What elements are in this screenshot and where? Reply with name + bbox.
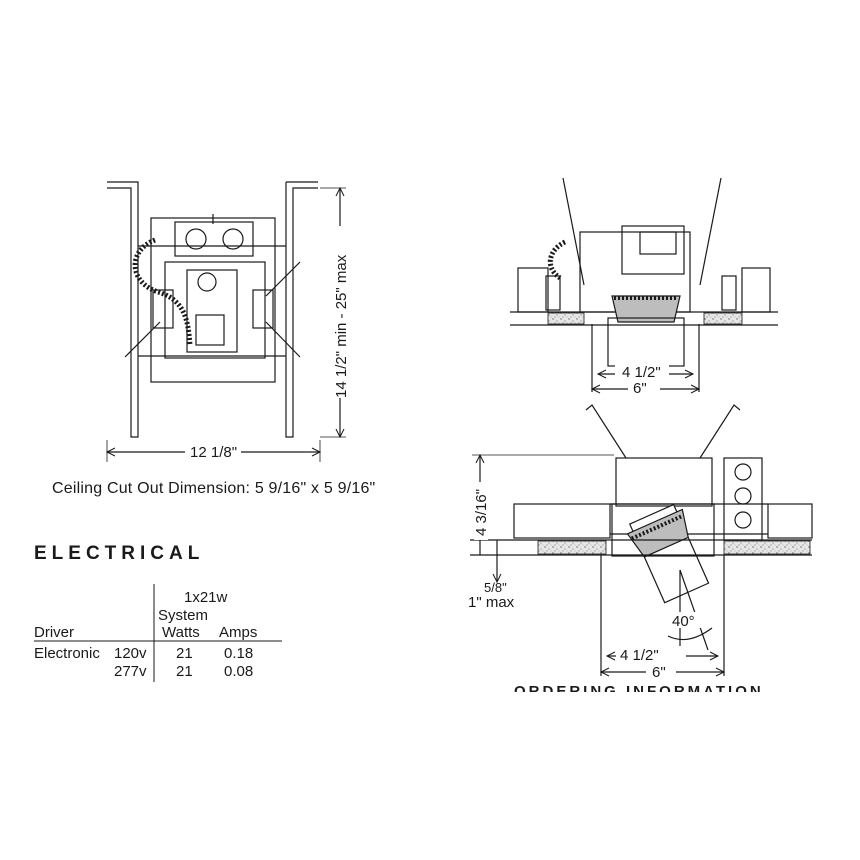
top-outer-width-label: 6"	[633, 380, 647, 397]
left-joist	[107, 181, 139, 438]
row2-watts: 21	[176, 663, 193, 680]
cropped-footer-text: ORDERING INFORMATION	[514, 683, 764, 692]
bottom-outer-width-label: 6"	[652, 664, 666, 681]
side-view-top	[510, 177, 778, 394]
side-view-bottom	[470, 404, 813, 677]
junction-box	[174, 221, 254, 257]
top-inner-width-label: 4 1/2"	[622, 364, 661, 381]
row2-amps: 0.08	[224, 663, 254, 680]
bottom-inner-width-label: 4 1/2"	[620, 647, 659, 664]
row1-driver: Electronic	[34, 645, 100, 662]
config-label: 1x21w	[184, 589, 228, 606]
plan-width-label: 12 1/8"	[190, 444, 237, 461]
gimbal-frame	[611, 503, 715, 557]
bottom-max-label: 1" max	[468, 594, 515, 611]
row1-amps: 0.18	[224, 645, 254, 662]
row1-voltage: 120v	[114, 645, 147, 662]
ceiling-cutout-dimension: Ceiling Cut Out Dimension: 5 9/16" x 5 9…	[52, 480, 376, 497]
plan-height-label: 14 1/2" min - 25" max	[333, 254, 350, 398]
ceiling-insulation-right-bottom	[723, 540, 811, 555]
cropped-footer: ORDERING INFORMATION	[500, 680, 830, 692]
header-system: System	[158, 607, 209, 624]
header-amps: Amps	[219, 624, 258, 641]
ceiling-insulation-left-bottom	[537, 540, 607, 555]
plan-view	[105, 181, 346, 462]
driver-box	[186, 269, 238, 353]
bottom-height-label: 4 3/16"	[473, 489, 490, 536]
electrical-title: ELECTRICAL	[34, 543, 205, 564]
ceiling-insulation-right	[703, 312, 743, 325]
row1-watts: 21	[176, 645, 193, 662]
right-joist	[285, 181, 318, 438]
header-driver: Driver	[34, 624, 74, 641]
header-watts: Watts	[162, 624, 200, 641]
tilt-angle-label: 40°	[672, 613, 695, 630]
ceiling-insulation-left	[547, 312, 585, 325]
mounting-plate	[150, 217, 276, 383]
housing-body	[615, 457, 713, 507]
bottom-offset-label: 5/8"	[484, 580, 507, 595]
row2-voltage: 277v	[114, 663, 147, 680]
